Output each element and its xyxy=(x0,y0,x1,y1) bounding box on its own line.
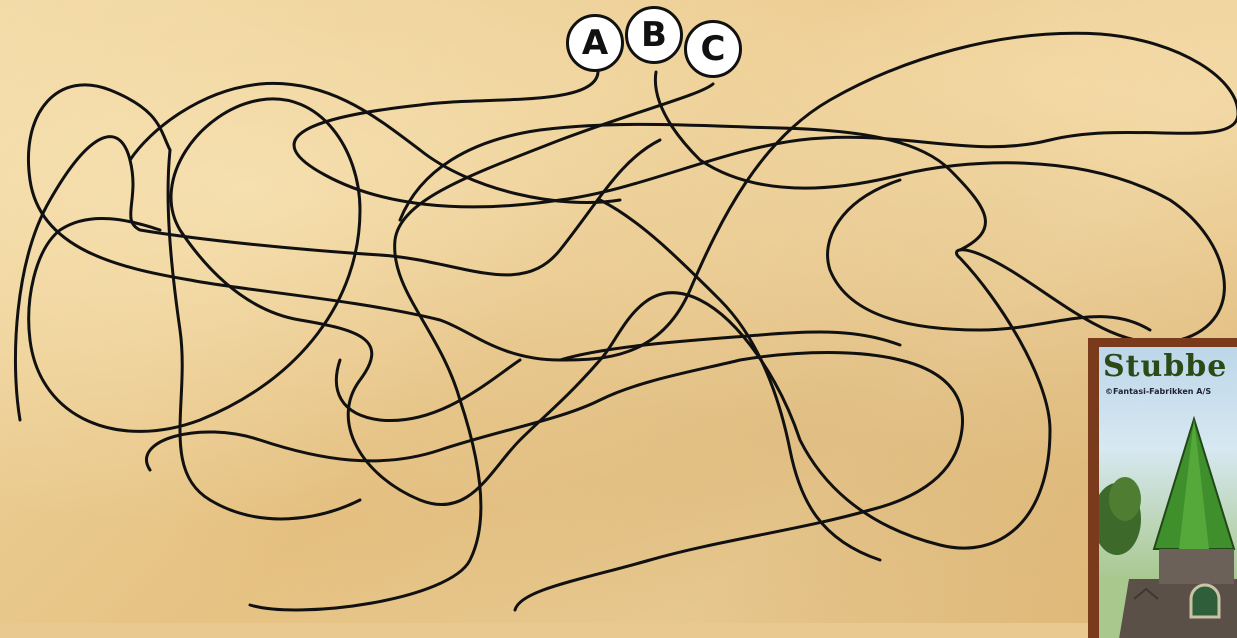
start-a-button[interactable]: A xyxy=(566,14,624,72)
tangled-lines xyxy=(0,0,1237,623)
start-b-button[interactable]: B xyxy=(625,6,683,64)
maze-board: A B C Stubbe ©Fantasi-Fabrikken A/S xyxy=(0,0,1237,623)
box-copyright: ©Fantasi-Fabrikken A/S xyxy=(1105,387,1211,396)
maze-line-c[interactable] xyxy=(250,84,713,610)
box-title: Stubbe xyxy=(1103,349,1227,384)
tree-house-illustration xyxy=(1099,399,1237,638)
maze-line-a[interactable] xyxy=(28,33,1237,360)
start-c-button[interactable]: C xyxy=(684,20,742,78)
box-cover-art-panel: Stubbe ©Fantasi-Fabrikken A/S xyxy=(1099,347,1237,638)
maze-line-b[interactable] xyxy=(30,72,1224,548)
game-box-cover[interactable]: Stubbe ©Fantasi-Fabrikken A/S xyxy=(1088,338,1237,638)
